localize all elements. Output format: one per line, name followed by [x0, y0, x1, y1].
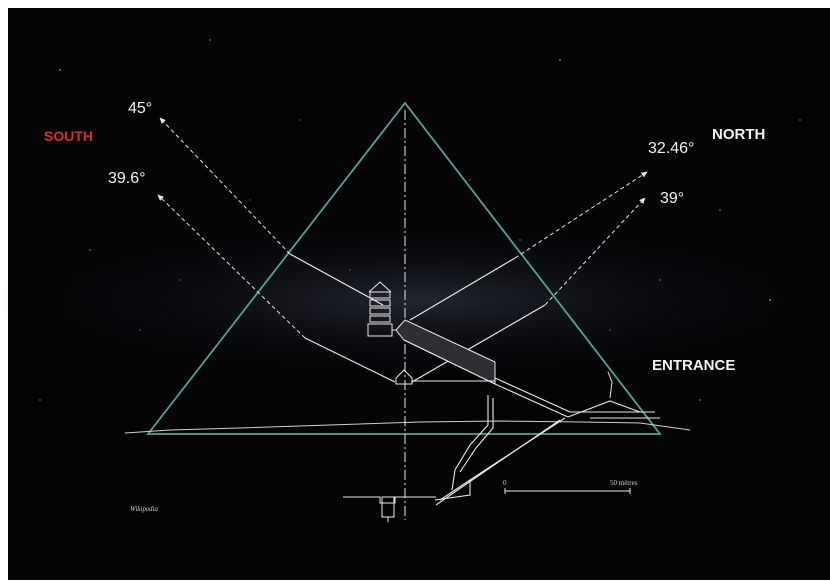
queens-chamber-shafts [304, 304, 546, 383]
north-39-arrow [544, 197, 646, 306]
stars [39, 39, 801, 401]
gallery-line [403, 339, 496, 385]
entrance-label: ENTRANCE [652, 357, 736, 374]
angle-south-lower: 39.6° [108, 170, 146, 187]
milky-way-glow [0, 220, 830, 380]
scale-end-label: 50 mètres [610, 479, 638, 487]
ground-line [124, 420, 691, 434]
grand-gallery [395, 319, 496, 385]
north-32-46-arrow [514, 171, 648, 259]
angle-north-upper: 32.46° [648, 140, 695, 157]
credit-label: Wikipedia [130, 505, 158, 513]
kings-chamber-shafts [289, 253, 516, 321]
subterranean-chamber [343, 496, 436, 522]
pyramid-outline [146, 101, 662, 435]
south-39-6-arrow [157, 194, 306, 339]
north-label: NORTH [712, 126, 766, 143]
south-label: SOUTH [44, 128, 93, 144]
angle-arrows [157, 117, 648, 339]
south-45-arrow [159, 117, 291, 255]
scale-bar [504, 488, 631, 494]
scale-start-label: 0 [503, 479, 507, 487]
entrance-structure [570, 371, 660, 419]
passages [434, 377, 641, 506]
angle-south-upper: 45° [128, 100, 153, 117]
angle-north-lower: 39° [660, 190, 685, 207]
queens-chamber [395, 369, 495, 385]
